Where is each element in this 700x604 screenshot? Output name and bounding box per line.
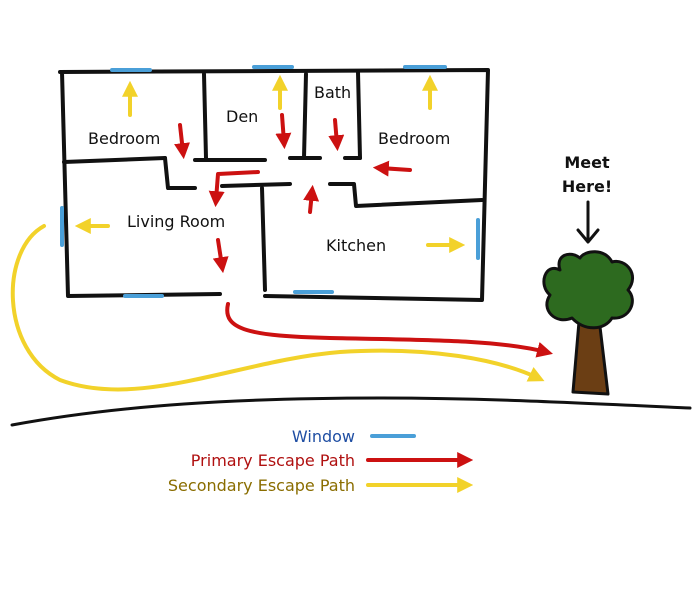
secondary-route-to-tree-icon — [10, 224, 545, 392]
down-arrow-icon — [576, 200, 600, 244]
tree-icon — [542, 250, 635, 396]
legend-label-primary: Primary Escape Path — [191, 451, 355, 470]
primary-route-to-tree-icon — [225, 302, 553, 358]
wall-living-notch — [163, 156, 197, 190]
primary-arrow-icon — [275, 113, 292, 150]
room-label-kitchen: Kitchen — [326, 236, 386, 255]
legend: Window Primary Escape Path Secondary Esc… — [168, 427, 474, 495]
room-label-den: Den — [226, 107, 258, 126]
room-label-bedroom-right: Bedroom — [378, 129, 450, 148]
room-label-bath: Bath — [314, 83, 351, 102]
meet-label-line2: Here! — [562, 177, 612, 196]
primary-arrow-icon — [212, 238, 229, 274]
room-label-living-room: Living Room — [127, 212, 225, 231]
primary-arrow-icon — [174, 123, 190, 160]
wall-living-top — [220, 182, 292, 188]
windows — [60, 65, 480, 298]
wall-living-kitchen — [260, 186, 267, 292]
wall-upper-left — [62, 156, 167, 164]
wall-bedroom-den — [202, 72, 208, 160]
legend-label-window: Window — [292, 427, 355, 446]
house-floor-plan — [58, 68, 490, 302]
primary-arrow-icon — [303, 184, 320, 214]
room-label-bedroom-left: Bedroom — [88, 129, 160, 148]
outer-wall — [58, 68, 490, 302]
ground-line — [10, 396, 692, 427]
secondary-escape-path — [10, 74, 545, 392]
primary-arrow-icon — [328, 118, 345, 152]
primary-arrow-icon — [372, 160, 412, 177]
wall-den-bath — [302, 72, 308, 160]
primary-escape-path — [174, 113, 553, 358]
meeting-point: Meet Here! — [542, 153, 635, 396]
wall-bath-bedroom — [356, 70, 362, 160]
room-labels: Bedroom Den Bath Bedroom Living Room Kit… — [88, 83, 450, 255]
meet-label-line1: Meet — [564, 153, 610, 172]
legend-label-secondary: Secondary Escape Path — [168, 476, 355, 495]
primary-arrow-icon — [208, 170, 260, 208]
wall-kitchen-top — [328, 182, 484, 208]
